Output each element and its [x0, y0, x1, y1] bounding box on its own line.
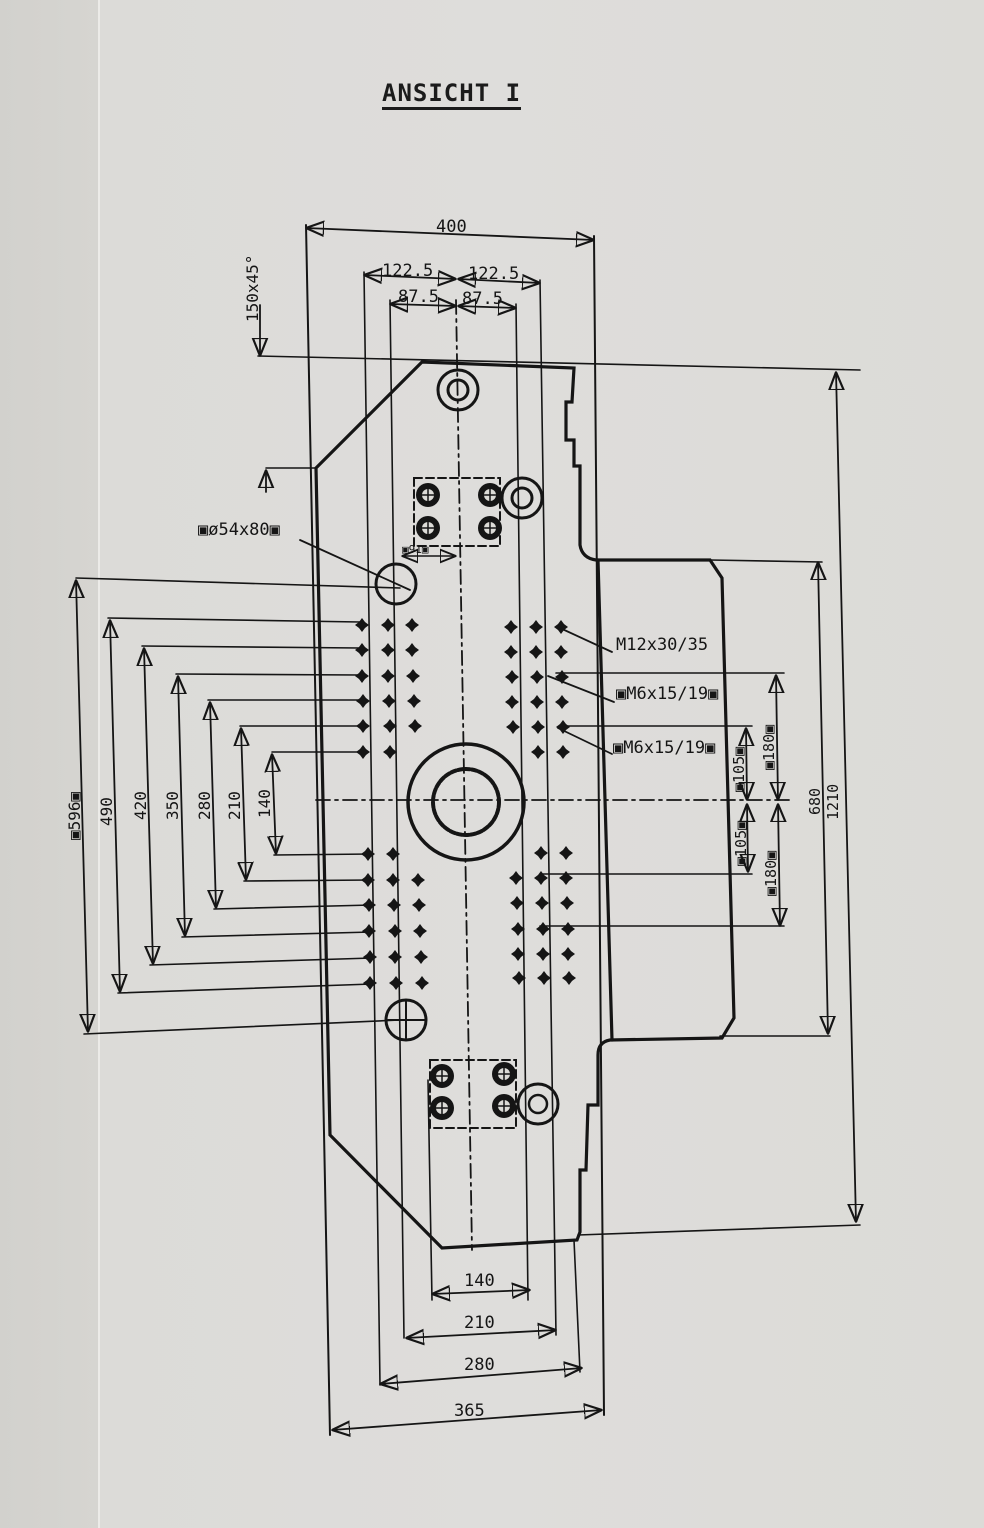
dim-280: 280 [195, 791, 214, 820]
dim-596: ▣596▣ [65, 791, 84, 840]
central-bore-outer [406, 742, 526, 862]
dim-105-upper: ▣105▣ [730, 747, 748, 792]
hole-callout-54x80: ▣ø54x80▣ [198, 520, 281, 540]
dim-bottom-365: 365 [454, 1401, 485, 1421]
vertical-centerline [455, 299, 473, 1251]
dim-350: 350 [163, 791, 182, 820]
paper-fold-edge [98, 0, 100, 1528]
hole-54 [374, 562, 418, 606]
dim-91: ▣91▣ [402, 543, 429, 556]
bottom-bolt-pattern [429, 1061, 517, 1121]
thread-label-m6-a: ▣M6x15/19▣ [616, 684, 719, 704]
dim-87-5-left: 87.5 [398, 287, 439, 307]
dim-bottom-140: 140 [464, 1271, 495, 1291]
chamfer-label: 150x45° [243, 255, 262, 322]
thread-label-m12: M12x30/35 [616, 635, 708, 655]
dim-140: 140 [255, 789, 274, 818]
dim-180-lower: ▣180▣ [762, 851, 780, 896]
drawing-title: ANSICHT I [382, 80, 522, 110]
dim-bottom-280: 280 [464, 1355, 495, 1375]
central-bore-inner [431, 767, 501, 837]
hole-pattern-upper-right [504, 620, 570, 759]
hole-pattern-lower-right [509, 846, 576, 985]
dim-122-5-right: 122.5 [468, 264, 519, 284]
hole-pattern-upper-left [355, 618, 422, 759]
dim-87-5-right: 87.5 [462, 289, 503, 309]
dim-bottom-210: 210 [464, 1313, 495, 1333]
dim-210: 210 [225, 791, 244, 820]
dim-420: 420 [131, 791, 150, 820]
dim-400: 400 [436, 217, 467, 237]
dim-122-5-left: 122.5 [382, 261, 433, 281]
dim-490: 490 [97, 797, 116, 826]
hole-pattern-lower-left [361, 847, 429, 990]
dim-105-lower: ▣105▣ [732, 821, 750, 866]
dim-180-upper: ▣180▣ [760, 725, 778, 770]
thread-label-m6-b: ▣M6x15/19▣ [613, 738, 716, 758]
dim-680: 680 [806, 788, 824, 815]
dim-1210: 1210 [824, 784, 842, 820]
plate-outline [314, 360, 736, 1250]
